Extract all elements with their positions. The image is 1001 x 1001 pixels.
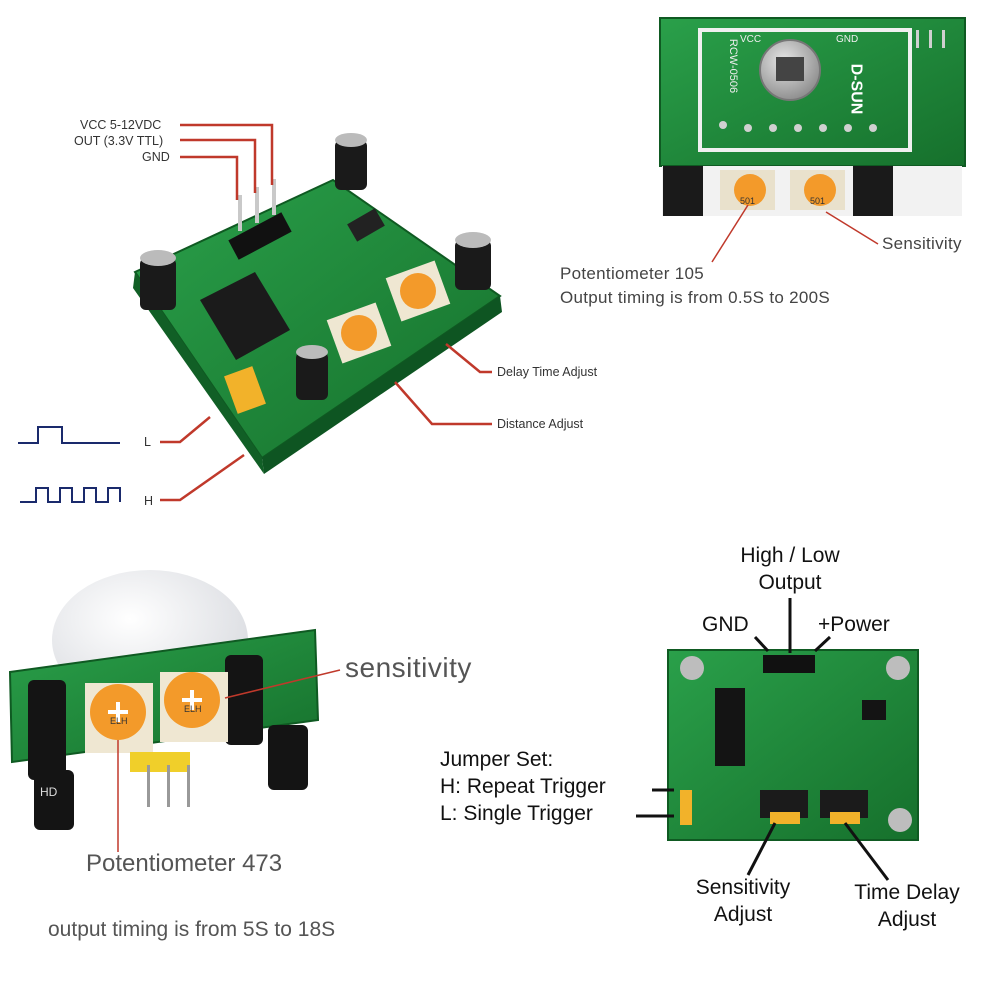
pot-code-bl-b: ELH: [184, 704, 202, 714]
pot-105-label: Potentiometer 105: [560, 264, 705, 283]
ic-chip-bottom: [715, 688, 745, 766]
pot-code-a: 501: [740, 196, 756, 206]
pot-code-bl-a: ELH: [110, 716, 128, 726]
power-label-bottom: +Power: [818, 613, 890, 636]
pot-105-b: [804, 174, 836, 206]
sensitivity-adjust-label-2: Adjust: [713, 903, 773, 926]
jumper: [224, 366, 266, 414]
low-waveform: [18, 426, 120, 444]
output-timing-label-bottom: output timing is from 5S to 18S: [48, 918, 336, 941]
pin-label-vcc: VCC 5-12VDC: [80, 118, 162, 132]
pin-header: [763, 655, 815, 673]
top-left-board: [133, 133, 502, 474]
waveforms: [18, 426, 121, 503]
pin-label-gnd: GND: [142, 150, 170, 164]
cap-brand-text: HD: [40, 785, 58, 799]
jumper-h-label: H: Repeat Trigger: [440, 775, 606, 798]
capacitors: [140, 133, 491, 400]
top-left-leaders: [160, 123, 492, 502]
jumper-l-label: L: Single Trigger: [440, 802, 593, 825]
ic-chip: [200, 272, 290, 360]
time-delay-adjust-label-1: Time Delay: [854, 881, 960, 904]
board-gnd-text: GND: [836, 34, 859, 45]
sensitivity-label-bottom: sensitivity: [345, 652, 472, 683]
top-right-leaders: [711, 204, 879, 263]
high-low-label-2: Output: [758, 571, 822, 594]
board-vcc-text: VCC: [740, 34, 762, 45]
top-right-board: [659, 17, 966, 216]
pot-105-a: [734, 174, 766, 206]
gnd-label-bottom: GND: [702, 613, 749, 636]
sensitivity-label-top: Sensitivity: [882, 234, 962, 253]
jumper-bottom: [680, 790, 692, 825]
sensitivity-adjust-label-1: Sensitivity: [695, 876, 791, 899]
high-label: H: [144, 494, 154, 508]
distance-adjust-label: Distance Adjust: [497, 417, 584, 431]
jumper-set-title: Jumper Set:: [440, 748, 554, 771]
pin-label-out: OUT (3.3V TTL): [74, 134, 164, 148]
delay-time-adjust-label: Delay Time Adjust: [497, 365, 598, 379]
high-waveform: [20, 487, 121, 503]
pot-code-b: 501: [810, 196, 826, 206]
low-label: L: [144, 435, 151, 449]
output-timing-label-top: Output timing is from 0.5S to 200S: [560, 288, 831, 307]
bottom-left-board: [8, 570, 320, 830]
header-pins: [228, 179, 292, 260]
pot-473-label: Potentiometer 473: [86, 850, 283, 877]
potentiometers: [326, 260, 451, 364]
bottom-left-leaders: [117, 669, 341, 852]
time-delay-adjust-label-2: Adjust: [877, 908, 937, 931]
board-model-text: RCW-0506: [727, 38, 740, 94]
bottom-right-board: [667, 649, 919, 841]
board-brand-text: D-SUN: [847, 63, 865, 115]
high-low-label-1: High / Low: [740, 544, 840, 567]
bottom-right-leaders: [636, 598, 890, 881]
